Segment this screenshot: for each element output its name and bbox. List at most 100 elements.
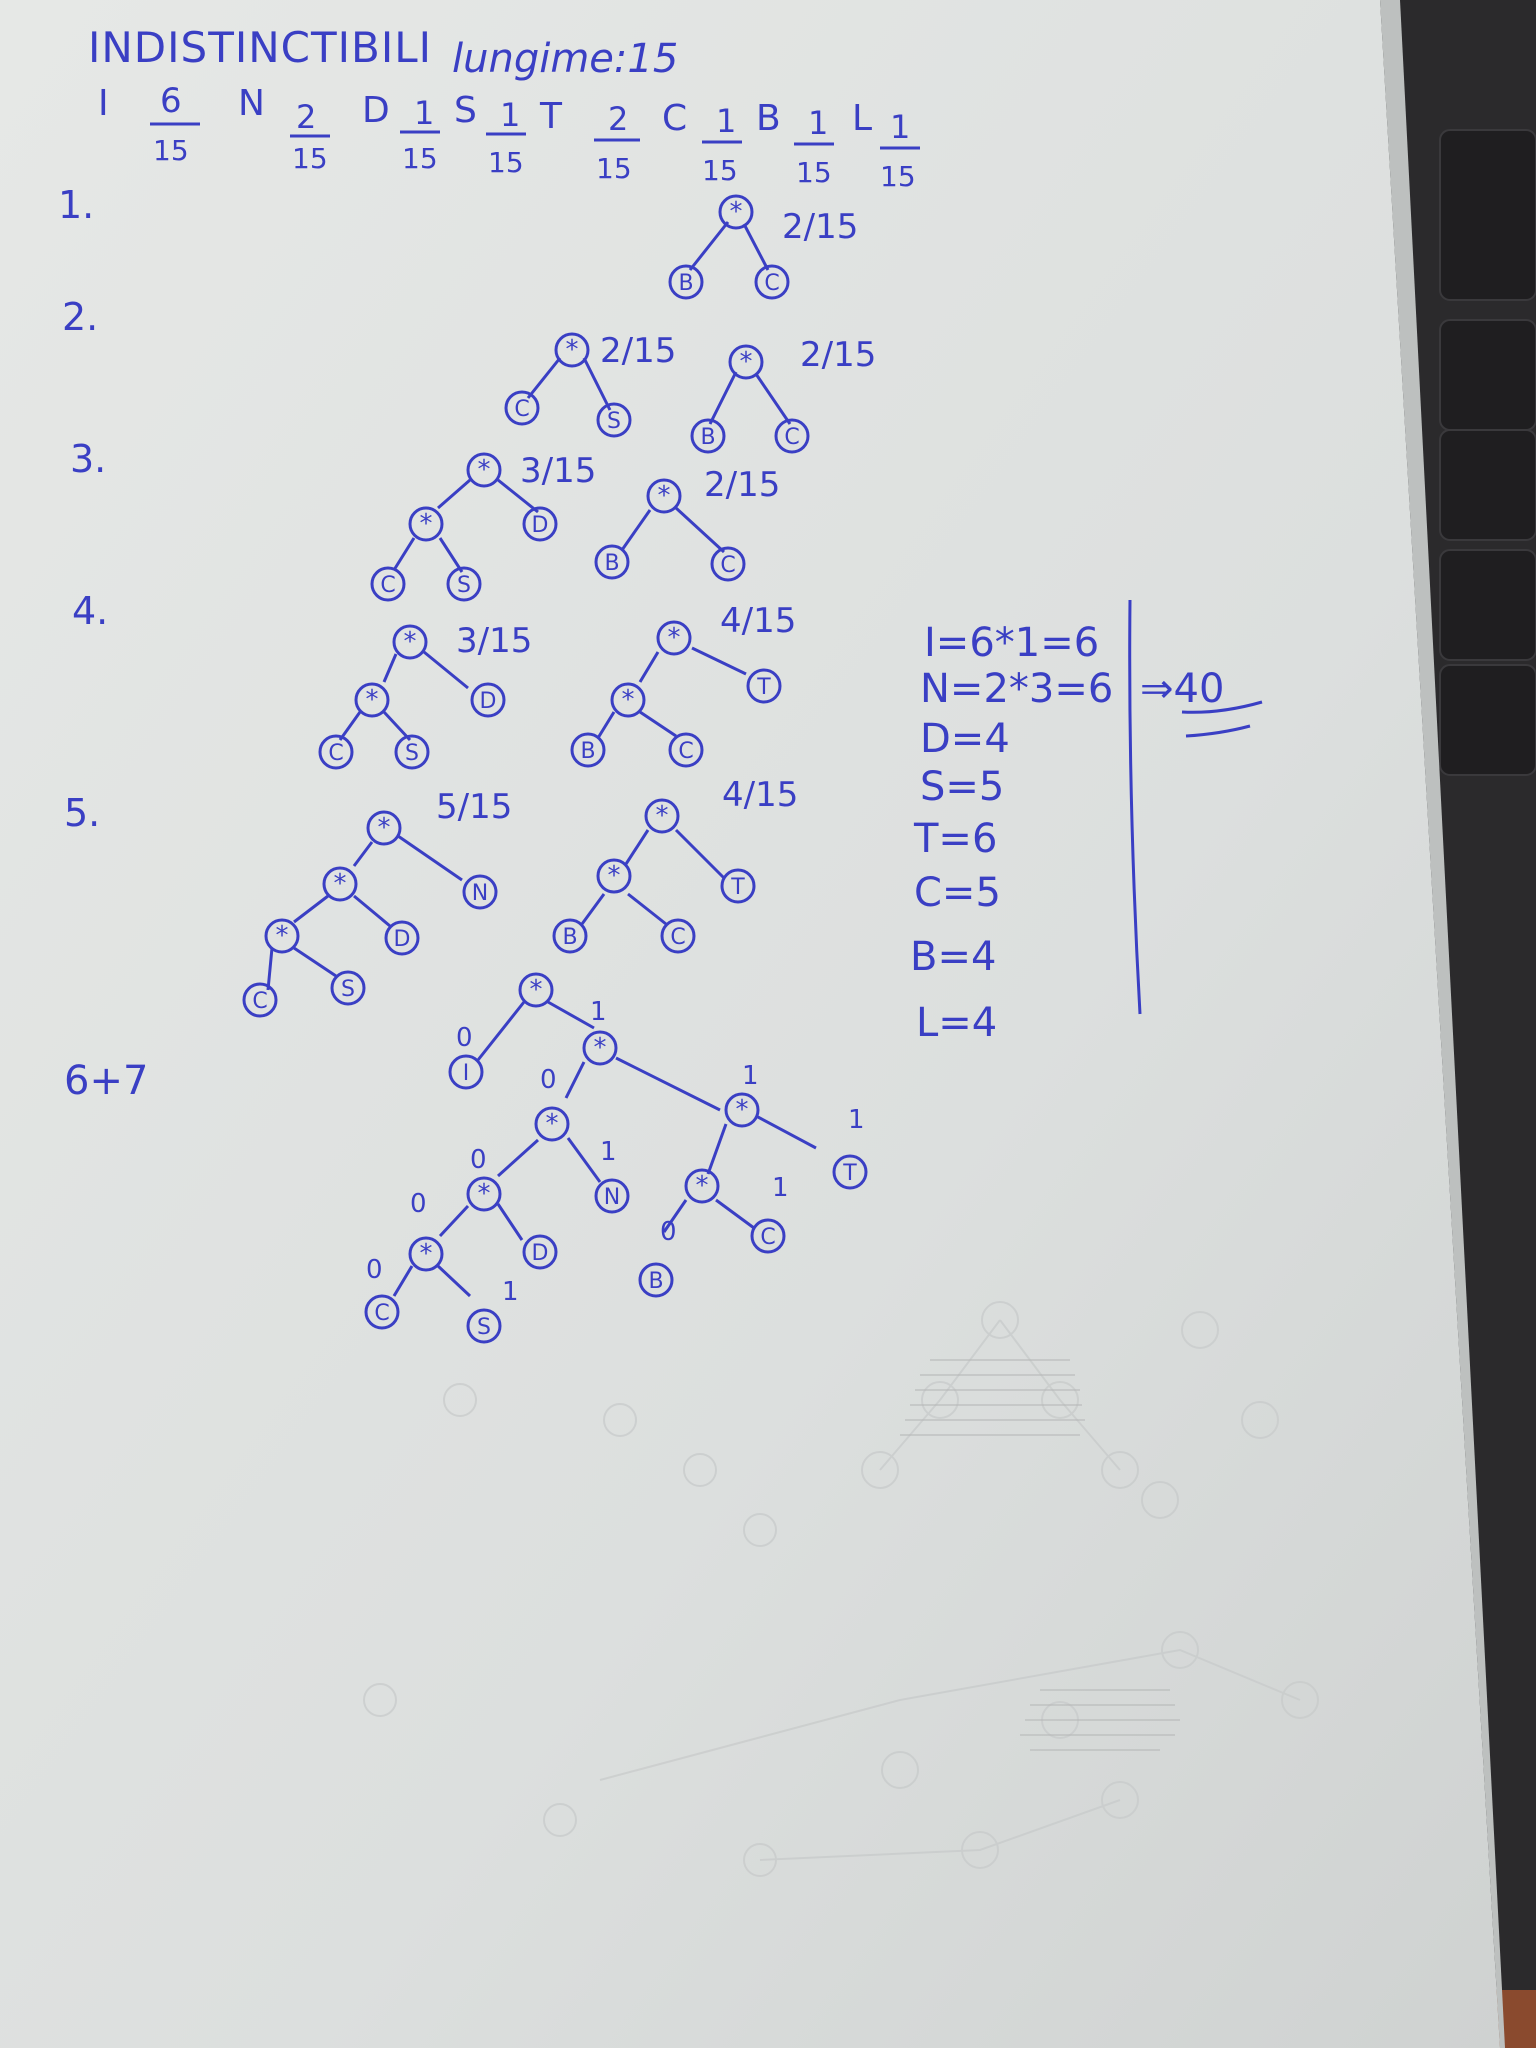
total-underline: [1181, 700, 1263, 738]
freq-denominator: 15: [596, 152, 632, 185]
freq-S: S 1 15: [454, 90, 526, 179]
node-label: *: [404, 627, 417, 657]
internal-node: *: [466, 1176, 502, 1212]
node-circle: [684, 1168, 720, 1204]
node-label: C: [720, 553, 735, 578]
node-circle: [750, 1218, 786, 1254]
node-label: *: [334, 869, 347, 899]
node-label: *: [378, 813, 391, 843]
leaf-node-t: T: [720, 868, 756, 904]
node-circle: [394, 734, 430, 770]
node-circle: [518, 972, 554, 1008]
node-circle: [370, 566, 406, 602]
node-circle: [354, 682, 390, 718]
bit-zero: 0: [366, 1255, 383, 1285]
paper-sheet: [0, 0, 1500, 2048]
weight-label: 4/15: [720, 601, 796, 641]
leaf-node-c: C: [364, 1294, 400, 1330]
step-number: 3.: [70, 437, 106, 481]
node-circle: [728, 344, 764, 380]
node-circle: [746, 668, 782, 704]
internal-node: *: [392, 624, 428, 660]
node-label: *: [696, 1171, 709, 1201]
freq-label: C: [662, 98, 687, 139]
internal-node: *: [644, 798, 680, 834]
node-circle: [646, 478, 682, 514]
node-circle: [718, 194, 754, 230]
node-circle: [392, 624, 428, 660]
tree-step-2: [526, 357, 792, 425]
node-circle: [582, 1030, 618, 1066]
node-circle: [596, 402, 632, 438]
leaf-node-s: S: [466, 1308, 502, 1344]
internal-node: *: [728, 344, 764, 380]
freq-label: T: [539, 96, 563, 137]
weight-label: 3/15: [456, 621, 532, 661]
internal-node: *: [366, 810, 402, 846]
node-label: C: [514, 397, 529, 422]
freq-label: B: [756, 98, 781, 139]
tree-step-5: [266, 828, 726, 991]
leaf-node-b: B: [552, 918, 588, 954]
leaf-node-t: T: [746, 668, 782, 704]
node-circle: [408, 1236, 444, 1272]
internal-node: *: [718, 194, 754, 230]
keyboard-keys: [1439, 129, 1536, 776]
leaf-node-c: C: [318, 734, 354, 770]
tree-step-1: [688, 221, 770, 271]
node-circle: [554, 332, 590, 368]
node-label: D: [480, 689, 497, 714]
leaf-node-n: N: [594, 1178, 630, 1214]
leaf-node-c: C: [370, 566, 406, 602]
weight-label: 5/15: [436, 787, 512, 827]
bit-zero: 0: [470, 1145, 487, 1175]
node-label: *: [478, 455, 491, 485]
freq-denominator: 15: [880, 160, 916, 193]
node-circle: [610, 682, 646, 718]
node-label: *: [656, 801, 669, 831]
node-label: I: [463, 1061, 470, 1086]
node-label: B: [648, 1269, 663, 1294]
freq-numerator: 1: [500, 96, 520, 134]
node-circle: [668, 732, 704, 768]
freq-numerator: 2: [296, 98, 316, 136]
node-label: T: [842, 1161, 857, 1186]
bit-zero: 0: [410, 1189, 427, 1219]
node-label: C: [670, 925, 685, 950]
node-label: B: [562, 925, 577, 950]
internal-node: *: [408, 506, 444, 542]
leaf-node-t: T: [832, 1154, 868, 1190]
weight-label: 2/15: [704, 465, 780, 505]
node-circle: [504, 390, 540, 426]
sum-bracket: [1128, 599, 1142, 1015]
freq-denominator: 15: [796, 156, 832, 189]
node-label: *: [420, 1239, 433, 1269]
node-circle: [522, 506, 558, 542]
paper-shadow-edge: [1380, 0, 1505, 2048]
node-label: *: [366, 685, 379, 715]
node-circle: [754, 264, 790, 300]
step-number: 6+7: [64, 1058, 148, 1104]
bit-zero: 0: [456, 1023, 473, 1053]
node-label: *: [668, 623, 681, 653]
leaf-node-d: D: [522, 1234, 558, 1270]
leaf-node-c: C: [750, 1218, 786, 1254]
freq-label: L: [852, 98, 872, 139]
leaf-node-b: B: [570, 732, 606, 768]
node-label: N: [604, 1185, 620, 1210]
internal-node: *: [610, 682, 646, 718]
node-circle: [724, 1092, 760, 1128]
node-label: *: [420, 509, 433, 539]
node-label: *: [276, 921, 289, 951]
node-circle: [364, 1294, 400, 1330]
leaf-node-c: C: [242, 982, 278, 1018]
step-number: 1.: [58, 183, 94, 227]
node-label: T: [730, 875, 745, 900]
tree-step-6-7: [392, 1000, 817, 1298]
node-label: B: [604, 551, 619, 576]
node-circle: [596, 858, 632, 894]
node-circle: [638, 1262, 674, 1298]
freq-I: I 6 15: [98, 81, 200, 167]
code-length-line: L=4: [916, 1000, 997, 1046]
internal-node: *: [724, 1092, 760, 1128]
